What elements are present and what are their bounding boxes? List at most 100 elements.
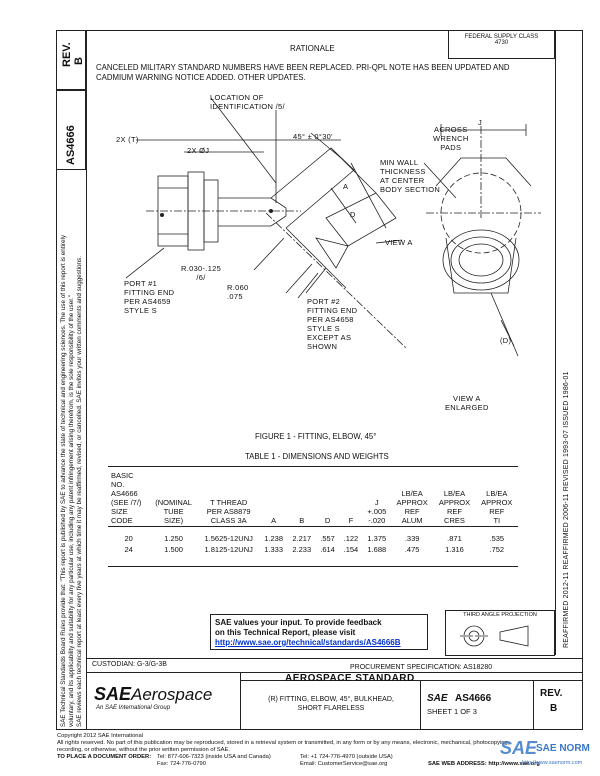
title-divider-1 [240, 672, 241, 730]
copyright-line: recording, or otherwise, without the pri… [57, 747, 231, 753]
header-d: D [324, 516, 331, 525]
label-2x-phi: 2X ØJ [187, 146, 210, 155]
logo-sae: SAE [94, 684, 132, 704]
rev-value: B [550, 703, 558, 714]
header-a: A [271, 516, 277, 525]
table-cell: 24 [124, 544, 133, 554]
page-frame [56, 30, 583, 730]
header-tube-size: (NOMINAL TUBE SIZE) [155, 498, 192, 525]
title-divider-2 [420, 680, 421, 730]
table-cell: .339 [404, 533, 420, 543]
label-location-ident: LOCATION OF IDENTIFICATION /5/ [210, 93, 285, 111]
table-cell: 1.333 [264, 544, 284, 554]
title-block-mid-rule [86, 672, 583, 673]
doc-number: AS4666 [455, 693, 492, 704]
fitting-drawing [125, 97, 541, 357]
sheet-number: SHEET 1 OF 3 [427, 707, 477, 716]
copyright-line: All rights reserved. No part of this pub… [57, 740, 510, 746]
watermark-text: SAE NORM [536, 743, 590, 754]
header-thread: T THREAD PER AS8879 CLASS 3A [206, 498, 251, 525]
order-phones: Tel: 877-606-7323 (inside USA and Canada… [157, 754, 271, 768]
feedback-box: SAE values your input. To provide feedba… [210, 614, 428, 650]
title-description: (R) FITTING, ELBOW, 45°, BULKHEAD, SHORT… [245, 695, 417, 713]
feedback-link[interactable]: http://www.sae.org/technical/standards/A… [215, 638, 401, 647]
label-2x-t: 2X (T) [116, 135, 139, 144]
table-cell: 1.688 [367, 544, 387, 554]
table-cell: 1.316 [445, 544, 464, 554]
projection-symbol [460, 625, 529, 647]
table-cell: .614 [320, 544, 335, 554]
doc-id-block: SAE AS4666 [427, 688, 491, 706]
left-strip-divider [86, 30, 87, 730]
label-view-a-arrow: VIEW A [385, 238, 413, 247]
revision-dates: REAFFIRMED 2012-11 REAFFIRMED 2006-11 RE… [563, 371, 570, 648]
table-row: 20 1.250 1.5625-12UNJ 1.238 2.217 .557 .… [108, 533, 518, 544]
projection-box: THIRD ANGLE PROJECTION [445, 610, 555, 656]
table-cell: 1.375 [367, 533, 387, 543]
label-dim-d-right: (D) [500, 336, 512, 345]
table-cell: 2.217 [292, 533, 312, 543]
title-divider-3 [533, 680, 534, 730]
rationale-text: CANCELED MILITARY STANDARD NUMBERS HAVE … [96, 63, 510, 82]
custodian: CUSTODIAN: G-3/G-3B [92, 661, 167, 668]
feedback-line-1: SAE values your input. To provide feedba… [215, 618, 382, 627]
sae-notice-line-3: SAE reviews each technical report at lea… [76, 256, 83, 727]
description-line-1: (R) FITTING, ELBOW, 45°, BULKHEAD, [268, 696, 394, 703]
figure-caption: FIGURE 1 - FITTING, ELBOW, 45° [255, 432, 377, 441]
header-b: B [299, 516, 305, 525]
right-strip-divider [555, 30, 556, 655]
procurement-spec: PROCUREMENT SPECIFICATION: AS18280 [350, 664, 493, 671]
header-j: J +.005 -.020 [367, 498, 387, 525]
table-cell: 1.500 [164, 544, 183, 554]
header-size-code: BASIC NO. AS4666 (SEE /7/) SIZE CODE [111, 471, 142, 525]
label-port1: PORT #1 FITTING END PER AS4659 STYLE S [124, 279, 175, 315]
rev-label: REV. [540, 688, 563, 699]
watermark-url: http://www.saenorm.com [522, 760, 583, 766]
sae-notice-line-1: SAE Technical Standards Board Rules prov… [60, 234, 67, 727]
sae-notice-line-2: voluntary, and its applicability and sui… [68, 295, 75, 727]
rev-value-left: B [73, 57, 85, 65]
fed-supply-class: FEDERAL SUPPLY CLASS 4730 [464, 34, 539, 46]
table-cell: 1.250 [164, 533, 183, 543]
table-title: TABLE 1 - DIMENSIONS AND WEIGHTS [245, 452, 389, 461]
doc-number-left: AS4666 [65, 125, 77, 165]
sae-aerospace-logo: SAEAerospace An SAE International Group [94, 684, 212, 711]
dimensions-table: BASIC NO. AS4666 (SEE /7/) SIZE CODE (NO… [108, 470, 518, 555]
rev-label-left: REV. [61, 42, 73, 67]
title-block-top-rule [86, 658, 583, 659]
header-weight-alum: LB/EA APPROX REF ALUM [396, 489, 428, 525]
table-row: 24 1.500 1.8125-12UNJ 1.333 2.233 .614 .… [108, 544, 518, 555]
label-radius-2: R.060 .075 [227, 283, 249, 301]
copyright-notice: Copyright 2012 SAE International All rig… [57, 733, 557, 754]
table-cell: 20 [124, 533, 133, 543]
description-line-2: SHORT FLARELESS [297, 705, 365, 712]
order-label: TO PLACE A DOCUMENT ORDER: [57, 754, 152, 760]
label-radius-1: R.030-.125 /6/ [181, 264, 222, 282]
table-cell: 2.233 [292, 544, 312, 554]
rev-box-left: REV. B [56, 30, 86, 90]
order-tel-outside: Tel: +1 724-776-4970 (outside USA) [300, 754, 393, 760]
logo-subtitle: An SAE International Group [96, 705, 171, 711]
label-across-wrench: ACROSS WRENCH PADS [433, 125, 469, 152]
table-cell: .475 [404, 544, 420, 554]
label-dim-d: D [350, 210, 356, 219]
order-contact: Tel: +1 724-776-4970 (outside USA) Email… [300, 754, 393, 768]
table-top-rule [108, 466, 518, 467]
port2-fitting-shape [325, 192, 397, 247]
table-cell: 1.238 [264, 533, 284, 543]
table-cell: 1.8125-12UNJ [204, 544, 253, 554]
label-angle: 45° ± 0°30' [293, 132, 333, 141]
sae-web-address[interactable]: SAE WEB ADDRESS: http://www.sae.org [428, 761, 540, 767]
table-cell: 1.5625-12UNJ [204, 533, 253, 543]
label-min-wall: MIN WALL THICKNESS AT CENTER BODY SECTIO… [380, 158, 441, 194]
table-cell: .557 [320, 533, 335, 543]
table-bottom-rule [108, 566, 518, 567]
order-email: Email: CustomerService@sae.org [300, 761, 388, 767]
table-cell: .535 [489, 533, 505, 543]
rationale-title: RATIONALE [290, 44, 335, 53]
sae-small-logo: SAE [427, 693, 448, 704]
label-dim-j: J [478, 118, 483, 127]
table-header-row: BASIC NO. AS4666 (SEE /7/) SIZE CODE (NO… [108, 470, 518, 527]
header-f: F [348, 516, 354, 525]
table-cell: .122 [343, 533, 359, 543]
